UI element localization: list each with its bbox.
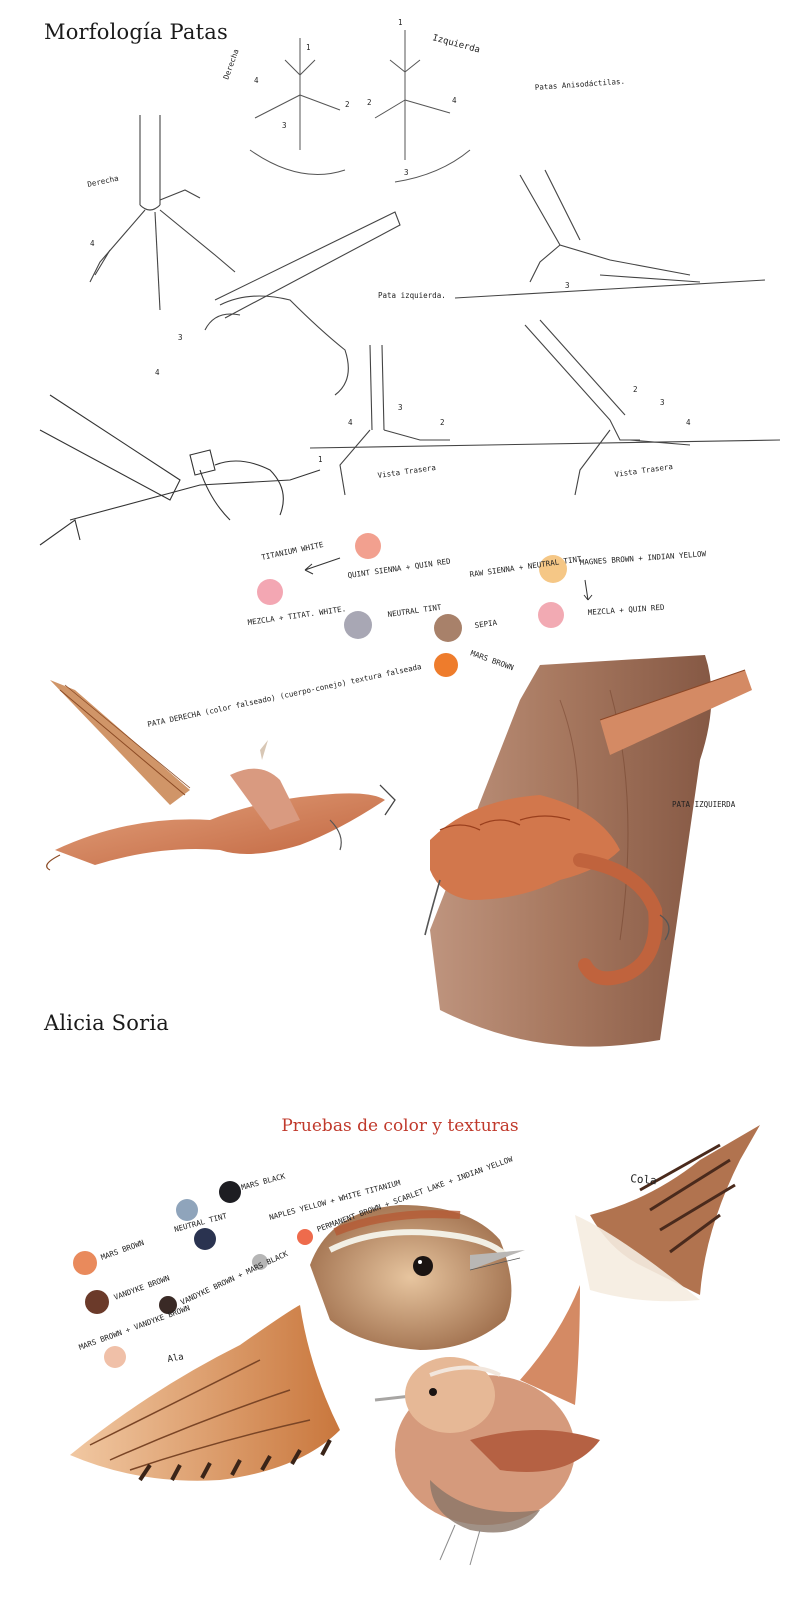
swatch-p2-neutral [176,1199,198,1221]
swatch-mezcla-pink [257,579,283,605]
swatch-p2-vandyke [85,1290,109,1314]
swatch-p2-scarlet [297,1229,313,1245]
note-vista-trasera-1: Vista Trasera [377,463,436,480]
label-neutral-tint: NEUTRAL TINT [387,602,442,619]
swatch-mars-brown [434,653,458,677]
note-pata-izquierda-paint: PATA IZQUIERDA [672,800,736,809]
label-cola: Cola [630,1172,658,1187]
swatch-p2-darkbrown [159,1296,177,1314]
digit-label: 4 [348,418,353,427]
sketch-foot-side-perch [204,211,401,396]
palette-1 [257,533,593,677]
palette-1-labels: TITANIUM WHITE QUINT SIENNA + QUIN RED M… [247,540,707,672]
label-p2-mars-black: MARS BLACK [240,1171,286,1192]
sketch-labels: Derecha Izquierda Patas Anisodáctilas. D… [87,18,691,480]
digit-label: 3 [398,403,403,412]
swatch-quinacridone [355,533,381,559]
section-subtitle: Pruebas de color y texturas [281,1116,519,1136]
sketch-foot-rear-small [309,344,781,496]
sketch-foot-front-view [89,115,236,311]
label-p2-vandyke: VANDYKE BROWN [113,1273,171,1302]
swatch-p2-grey [252,1254,268,1270]
digit-label: 2 [345,100,350,109]
note-derecha-left: Derecha [87,174,120,189]
palette-2 [73,1181,313,1368]
painting-wing [70,1305,340,1482]
digit-label: 4 [155,368,160,377]
sketch-foot-branch [39,394,321,546]
swatch-quin-red-mix [538,602,564,628]
digit-label: 4 [90,239,95,248]
digit-label: 3 [404,168,409,177]
artist-name: Alicia Soria [44,1011,169,1035]
sketch-foot-diagram-left-top [374,30,471,183]
digit-label: 2 [367,98,372,107]
digit-label: 4 [452,96,457,105]
digit-label: 3 [282,121,287,130]
digit-label: 4 [686,418,691,427]
digit-label: 1 [318,455,323,464]
label-quinacridone: QUINT SIENNA + QUIN RED [347,557,452,580]
label-mars-brown: MARS BROWN [469,648,515,672]
painting-full-bird [374,1285,600,1566]
label-magnes-yellow: MAGNES BROWN + INDIAN YELLOW [580,549,707,567]
digit-label: 2 [440,418,445,427]
label-sepia: SEPIA [474,618,498,630]
digit-label: 3 [660,398,665,407]
painting-bird-head [310,1205,525,1350]
digit-label: 1 [306,43,311,52]
sketch-foot-rear-right [454,169,766,299]
swatch-sepia [434,614,462,642]
note-vista-trasera-2: Vista Trasera [614,462,673,479]
label-mezcla-quin-red: MEZCLA + QUIN RED [588,603,666,617]
digit-label: 4 [254,76,259,85]
swatch-magnes-yellow [539,555,567,583]
swatch-p2-navy [194,1228,216,1250]
swatch-p2-black [219,1181,241,1203]
swatch-neutral-tint [344,611,372,639]
sketch-foot-diagram-right-top [249,38,346,175]
label-p2-vandyke-black: VANDYKE BROWN + MARS BLACK [179,1249,290,1307]
page-title: Morfología Patas [44,20,228,44]
sketch-foot-rear-large [524,319,691,496]
note-izquierda-top: Izquierda [431,33,481,55]
digit-label: 3 [178,333,183,342]
digit-label: 2 [633,385,638,394]
note-derecha-top: Derecha [221,48,240,81]
note-anisodactilas: Patas Anisodáctilas. [535,77,626,92]
painting-branch-left-foot [424,655,752,1047]
swatch-p2-mix [104,1346,126,1368]
label-p2-mars-brown: MARS BROWN [100,1238,146,1262]
painting-tail [575,1125,760,1302]
label-ala: Ala [167,1352,185,1365]
swatch-p2-mars-brown [73,1251,97,1275]
note-pata-izquierda: Pata izquierda. [378,291,446,300]
label-titanium-white: TITANIUM WHITE [261,540,325,562]
label-mezcla-titanium: MEZCLA + TITAT. WHITE. [247,604,347,627]
digit-label: 3 [565,281,570,290]
digit-label: 1 [398,18,403,27]
painting-right-foot [46,680,396,871]
note-pata-derecha: PATA DERECHA (color falseado) (cuerpo-co… [147,662,423,729]
